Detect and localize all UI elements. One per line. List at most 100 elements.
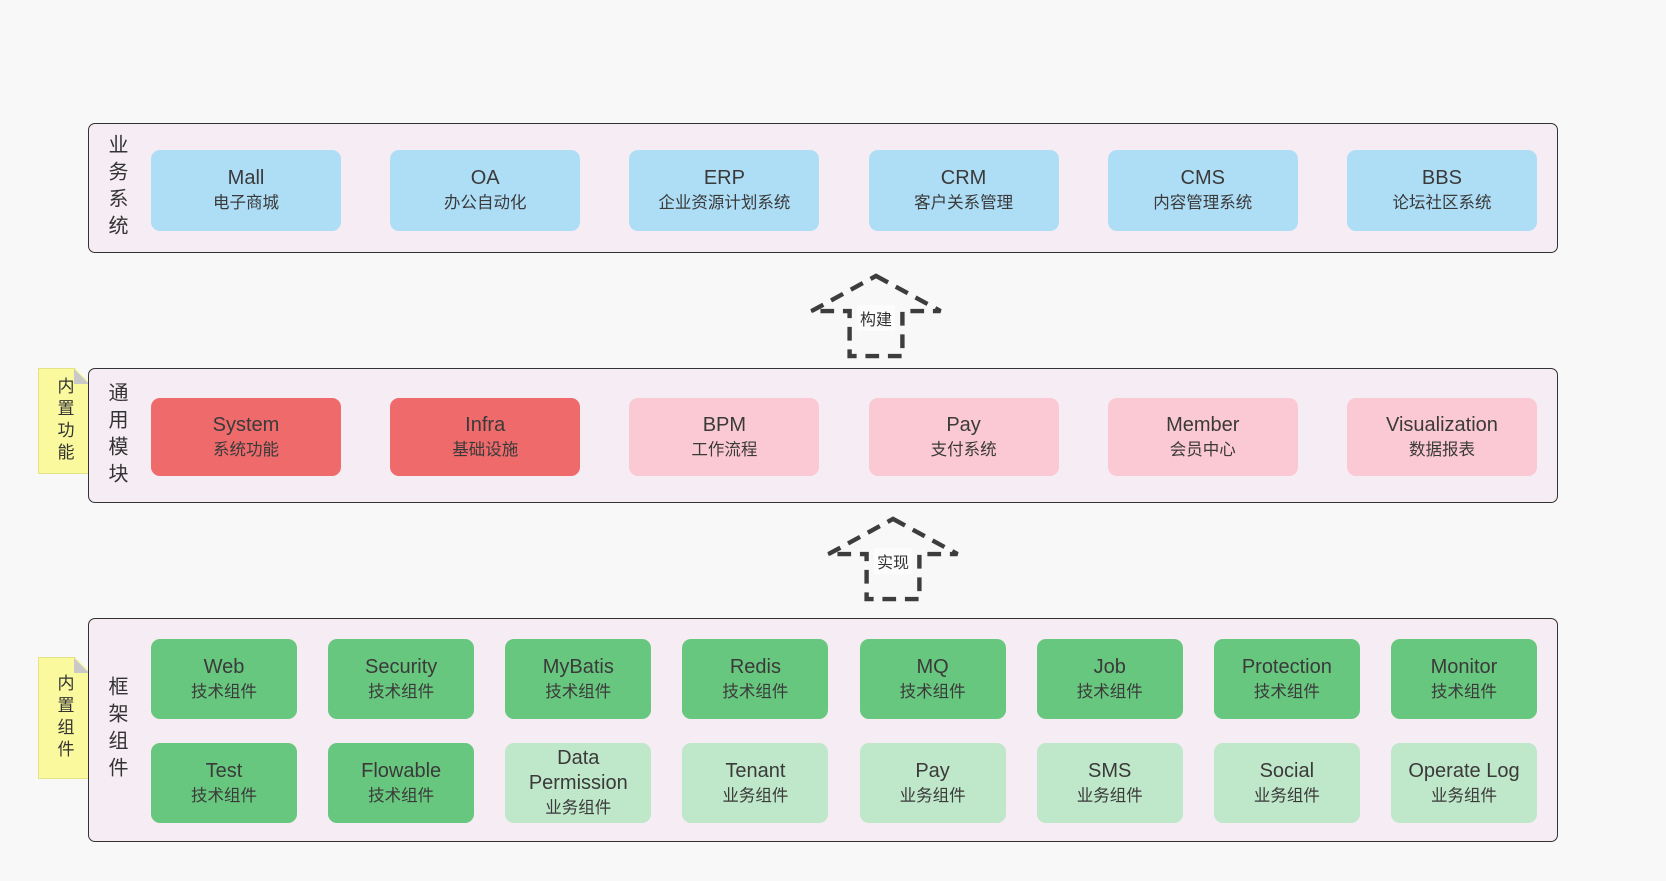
social-box: Social 业务组件 <box>1213 743 1360 823</box>
box-subtitle: 电子商城 <box>213 194 279 212</box>
sms-box: SMS 业务组件 <box>1036 743 1183 823</box>
pay-box: Pay 支付系统 <box>868 398 1059 476</box>
components-boxes-row-1: Web 技术组件 Security 技术组件 MyBatis 技术组件 Redi… <box>151 639 1537 719</box>
box-title: BPM <box>702 413 747 436</box>
arrow-implement: 实现 <box>823 515 963 603</box>
box-title: Pay <box>915 759 950 782</box>
box-subtitle: 基础设施 <box>452 440 519 459</box>
box-title: Security <box>365 655 438 678</box>
box-subtitle: 会员中心 <box>1169 440 1236 459</box>
redis-box: Redis 技术组件 <box>682 639 829 719</box>
box-subtitle: 支付系统 <box>930 440 997 459</box>
arrow-implement-label: 实现 <box>873 547 913 574</box>
box-title: Flowable <box>361 759 442 782</box>
monitor-box: Monitor 技术组件 <box>1390 639 1537 719</box>
box-subtitle: 技术组件 <box>545 682 612 701</box>
box-subtitle: 业务组件 <box>1253 786 1320 805</box>
security-box: Security 技术组件 <box>328 639 475 719</box>
cms-box: CMS 内容管理系统 <box>1107 150 1298 231</box>
dashed-up-arrow-icon <box>810 273 942 359</box>
arrow-build-label: 构建 <box>856 304 896 331</box>
box-subtitle: 企业资源计划系统 <box>658 194 791 212</box>
tenant-box: Tenant 业务组件 <box>682 743 829 823</box>
pay-box: Pay 业务组件 <box>859 743 1006 823</box>
box-subtitle: 技术组件 <box>1076 682 1143 701</box>
modules-boxes-row: System 系统功能 Infra 基础设施 BPM 工作流程 Pay 支付系统… <box>151 398 1537 476</box>
box-title: Monitor <box>1430 655 1498 678</box>
box-title: Data Permission <box>528 747 628 794</box>
crm-box: CRM 客户关系管理 <box>868 150 1059 231</box>
job-box: Job 技术组件 <box>1036 639 1183 719</box>
box-title: CRM <box>940 167 987 189</box>
operate-log-box: Operate Log 业务组件 <box>1390 743 1537 823</box>
box-title: System <box>212 413 280 436</box>
dashed-up-arrow-shape <box>810 273 942 359</box>
box-title: SMS <box>1088 759 1132 782</box>
box-subtitle: 系统功能 <box>213 440 279 459</box>
box-title: ERP <box>703 167 745 189</box>
box-title: Infra <box>465 413 506 436</box>
box-title: CMS <box>1180 167 1225 189</box>
oa-box: OA 办公自动化 <box>390 150 581 231</box>
sticky-label: 内置功能 <box>54 377 74 465</box>
box-subtitle: 论坛社区系统 <box>1392 194 1492 212</box>
infra-box: Infra 基础设施 <box>390 398 581 476</box>
box-title: BBS <box>1421 167 1462 189</box>
mq-box: MQ 技术组件 <box>859 639 1006 719</box>
business-boxes-row: Mall 电子商城 OA 办公自动化 ERP 企业资源计划系统 CRM 客户关系… <box>151 150 1537 231</box>
box-title: Pay <box>946 413 981 436</box>
layer-label-components: 框架组件 <box>105 676 127 784</box>
mall-box: Mall 电子商城 <box>151 150 341 231</box>
sticky-fold-corner <box>74 369 89 384</box>
box-title: Web <box>203 655 245 678</box>
mybatis-box: MyBatis 技术组件 <box>505 639 652 719</box>
box-title: MyBatis <box>542 655 614 678</box>
box-title: Redis <box>729 655 781 678</box>
box-subtitle: 业务组件 <box>722 786 789 805</box>
member-box: Member 会员中心 <box>1107 398 1298 476</box>
sticky-note-builtin-features: 内置功能 <box>38 368 90 474</box>
box-subtitle: 技术组件 <box>1253 682 1320 701</box>
layer-business-systems: 业务系统 Mall 电子商城 OA 办公自动化 ERP 企业资源计划系统 CRM… <box>88 123 1558 253</box>
box-subtitle: 技术组件 <box>368 786 435 805</box>
box-title: Tenant <box>725 759 786 782</box>
layer-common-modules: 通用模块 System 系统功能 Infra 基础设施 BPM 工作流程 Pay… <box>88 368 1558 503</box>
arrow-build: 构建 <box>806 272 946 360</box>
box-subtitle: 技术组件 <box>1430 682 1497 701</box>
layer-label-modules: 通用模块 <box>105 381 127 490</box>
box-subtitle: 办公自动化 <box>443 194 527 212</box>
visualization-box: Visualization 数据报表 <box>1346 398 1537 476</box>
bpm-box: BPM 工作流程 <box>629 398 820 476</box>
box-subtitle: 内容管理系统 <box>1153 194 1253 212</box>
web-box: Web 技术组件 <box>151 639 297 719</box>
sticky-label: 内置组件 <box>54 674 74 762</box>
box-subtitle: 工作流程 <box>691 440 758 459</box>
box-title: Job <box>1093 655 1126 678</box>
box-subtitle: 业务组件 <box>1076 786 1143 805</box>
protection-box: Protection 技术组件 <box>1213 639 1360 719</box>
box-title: OA <box>470 167 500 189</box>
sticky-note-builtin-components: 内置组件 <box>38 657 90 779</box>
box-title: Mall <box>227 167 265 189</box>
components-boxes-row-2: Test 技术组件 Flowable 技术组件 Data Permission … <box>151 743 1537 823</box>
layer-label-business: 业务系统 <box>105 134 127 242</box>
box-title: Protection <box>1241 655 1332 678</box>
dashed-up-arrow-icon <box>827 516 959 602</box>
system-box: System 系统功能 <box>151 398 341 476</box>
box-title: Test <box>205 759 243 782</box>
box-subtitle: 客户关系管理 <box>914 194 1014 212</box>
dashed-up-arrow-shape <box>827 516 959 602</box>
box-subtitle: 业务组件 <box>545 799 612 817</box>
box-subtitle: 技术组件 <box>899 682 966 701</box>
erp-box: ERP 企业资源计划系统 <box>629 150 820 231</box>
box-title: Social <box>1259 759 1315 782</box>
bbs-box: BBS 论坛社区系统 <box>1346 150 1537 231</box>
box-subtitle: 业务组件 <box>1430 786 1497 805</box>
layer-framework-components: 框架组件 Web 技术组件 Security 技术组件 MyBatis 技术组件… <box>88 618 1558 842</box>
box-subtitle: 数据报表 <box>1408 440 1475 459</box>
box-subtitle: 技术组件 <box>368 682 435 701</box>
data-permission-box: Data Permission 业务组件 <box>505 743 652 823</box>
box-subtitle: 技术组件 <box>191 786 257 805</box>
box-title: MQ <box>916 655 949 678</box>
